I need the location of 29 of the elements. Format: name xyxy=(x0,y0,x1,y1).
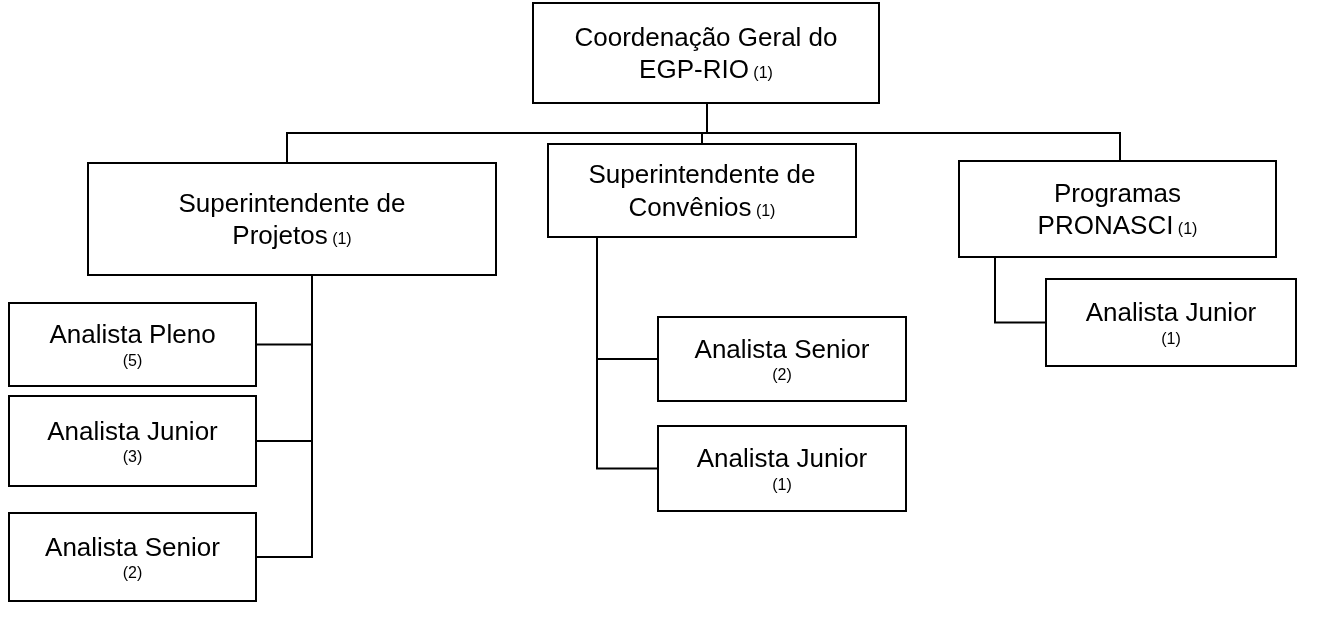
connector-line xyxy=(994,257,1046,324)
org-box xyxy=(87,162,497,276)
org-box xyxy=(547,143,857,238)
org-box xyxy=(8,395,257,487)
org-box xyxy=(958,160,1277,258)
role-title: Analista Pleno xyxy=(49,318,216,351)
connector-line xyxy=(256,275,313,558)
staff-count: (2) xyxy=(772,365,792,386)
role-title: Superintendente de Projetos (1) xyxy=(177,186,407,252)
staff-count: (1) xyxy=(1161,328,1181,349)
staff-count: (1) xyxy=(772,474,792,495)
org-box xyxy=(8,512,257,602)
staff-count: (5) xyxy=(122,350,143,371)
role-title: Coordenação Geral do EGP-RIO (1) xyxy=(573,20,839,86)
role-title: Analista Junior xyxy=(47,414,218,448)
staff-count: (2) xyxy=(122,563,143,584)
role-title: Analista Junior xyxy=(696,442,868,475)
role-title: Analista Senior xyxy=(694,332,870,366)
staff-count: (3) xyxy=(122,447,143,468)
org-box xyxy=(532,2,880,104)
role-title: Analista Senior xyxy=(45,530,220,564)
org-box xyxy=(8,302,257,387)
org-box xyxy=(1045,278,1297,367)
role-title: Programas PRONASCI (1) xyxy=(1036,176,1199,242)
org-box xyxy=(657,425,907,512)
role-title: Analista Junior xyxy=(1085,296,1257,329)
role-title: Superintendente de Convênios (1) xyxy=(587,158,817,223)
org-box xyxy=(657,316,907,402)
connector-line xyxy=(596,237,658,470)
